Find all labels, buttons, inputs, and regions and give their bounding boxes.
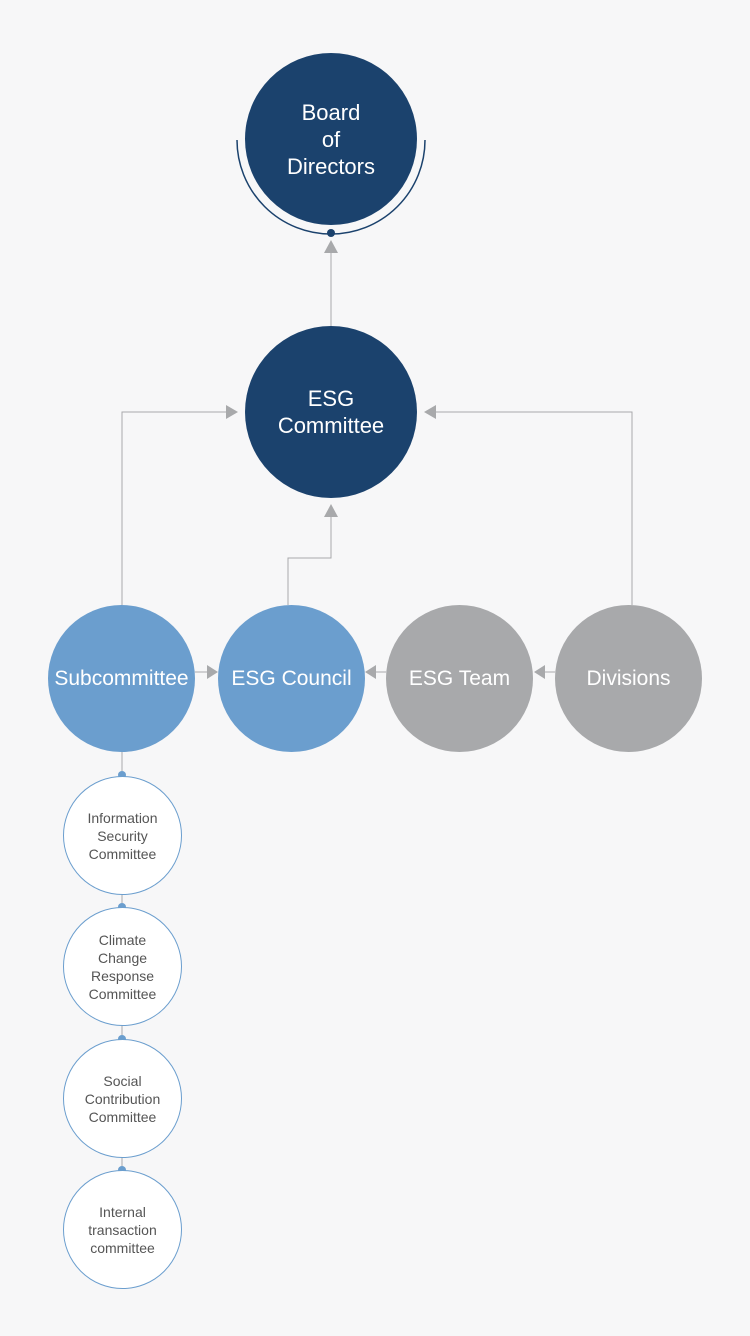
information-security-committee-label: Information Security Committee bbox=[87, 809, 158, 862]
board-of-directors-label: Board of Directors bbox=[286, 99, 375, 179]
arrow-divisions-to-committee bbox=[424, 405, 436, 419]
social-contribution-committee-label: Social Contribution Committee bbox=[84, 1072, 161, 1125]
arrow-subcommittee-to-committee bbox=[226, 405, 238, 419]
divisions-node: Divisions bbox=[555, 605, 702, 752]
esg-council-label: ESG Council bbox=[231, 666, 352, 690]
climate-change-response-committee-node: Climate Change Response Committee bbox=[63, 907, 182, 1026]
arrow-council-to-committee bbox=[324, 504, 338, 517]
connector-subcommittee-to-committee bbox=[121, 411, 227, 605]
divisions-label: Divisions bbox=[586, 666, 671, 690]
subcommittee-node: Subcommittee bbox=[48, 605, 195, 752]
board-of-directors-node: Board of Directors bbox=[245, 53, 417, 225]
connector-council-to-committee bbox=[287, 516, 332, 605]
esg-committee-label: ESG Committee bbox=[277, 386, 385, 438]
esg-council-node: ESG Council bbox=[218, 605, 365, 752]
social-contribution-committee-node: Social Contribution Committee bbox=[63, 1039, 182, 1158]
connector-divisions-to-committee bbox=[435, 411, 633, 605]
information-security-committee-node: Information Security Committee bbox=[63, 776, 182, 895]
arrow-subcommittee-to-council bbox=[207, 665, 218, 679]
board-anchor-dot bbox=[327, 229, 335, 237]
subcommittee-label: Subcommittee bbox=[54, 666, 189, 690]
esg-team-label: ESG Team bbox=[408, 666, 511, 690]
internal-transaction-committee-label: Internal transaction committee bbox=[88, 1203, 157, 1256]
esg-team-node: ESG Team bbox=[386, 605, 533, 752]
internal-transaction-committee-node: Internal transaction committee bbox=[63, 1170, 182, 1289]
arrow-to-board bbox=[324, 240, 338, 253]
esg-committee-node: ESG Committee bbox=[245, 326, 417, 498]
climate-change-response-committee-label: Climate Change Response Committee bbox=[88, 931, 157, 1002]
arrow-team-to-council bbox=[365, 665, 376, 679]
arrow-divisions-to-team bbox=[534, 665, 545, 679]
